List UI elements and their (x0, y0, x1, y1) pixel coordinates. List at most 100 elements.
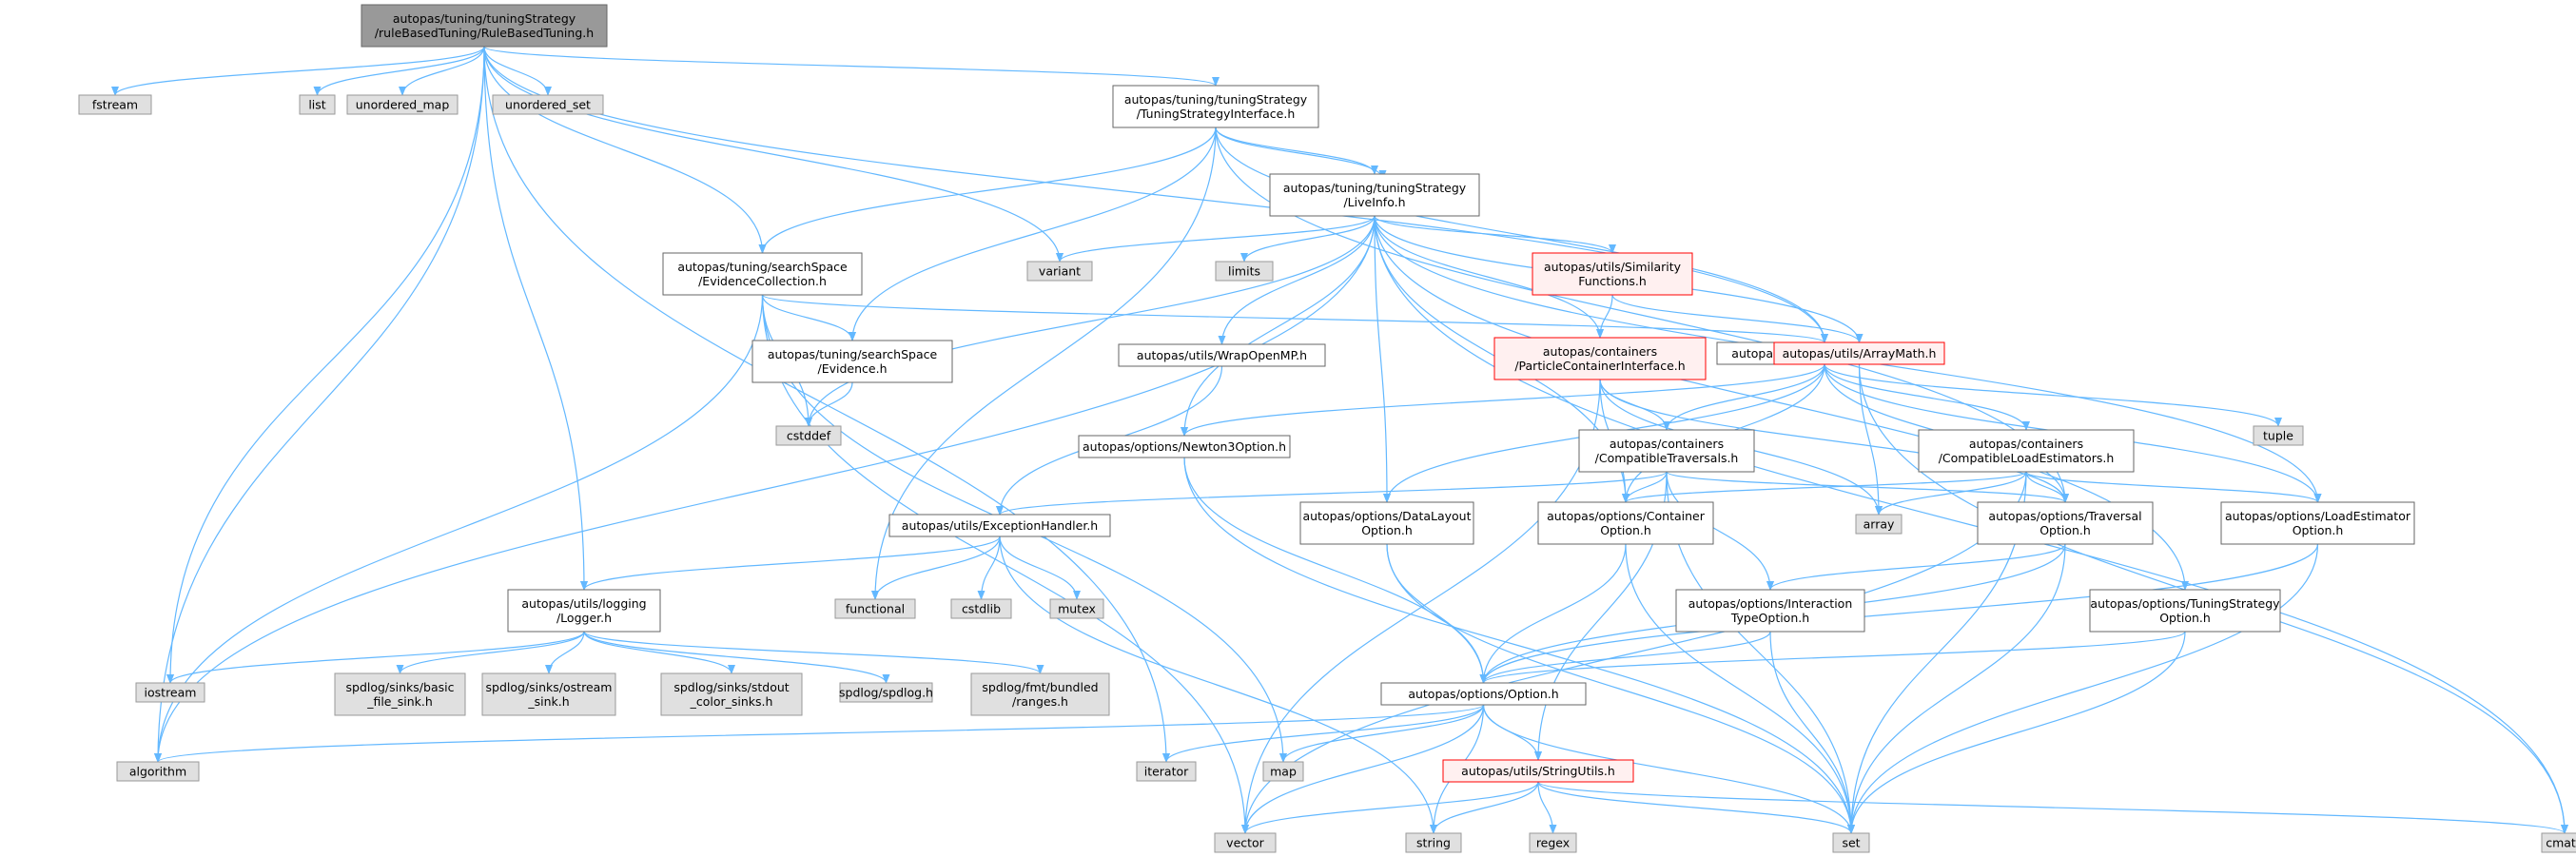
node-label: set (1842, 836, 1860, 850)
node-array: array (1855, 514, 1903, 535)
node-label: Option.h (2159, 611, 2211, 625)
node-label: autopas/containers (1543, 344, 1657, 359)
node-label: autopas/tuning/tuningStrategy (393, 11, 576, 26)
node-label: autopas/utils/ExceptionHandler.h (902, 518, 1098, 533)
edge-complb-to-traversal (2025, 471, 2069, 503)
edge-evcoll-to-vector (761, 294, 1249, 834)
node-box (775, 425, 842, 446)
node-arraymath[interactable]: autopas/utils/ArrayMath.h (1773, 341, 1945, 365)
node-label: unordered_set (505, 98, 591, 112)
node-label: functional (846, 602, 905, 616)
edge-liveinfo-to-simfun (1374, 215, 1616, 254)
node-label: autopas/options/TuningStrategy (2090, 596, 2280, 611)
node-tuple: tuple (2253, 425, 2304, 446)
node-option[interactable]: autopas/options/Option.h (1380, 682, 1587, 706)
node-box (1675, 589, 1865, 633)
node-box (481, 672, 616, 716)
node-box (660, 672, 803, 716)
node-box (1832, 832, 1870, 853)
edge-tuningstrat-to-option (1479, 631, 2186, 684)
edge-simfun-to-pci (1596, 294, 1613, 339)
node-box (1537, 501, 1714, 545)
edge-liveinfo-to-algorithm (154, 215, 1376, 763)
node-functional: functional (834, 598, 916, 619)
node-stdoutsink: spdlog/sinks/stdout_color_sinks.h (660, 672, 803, 716)
node-box (1299, 501, 1474, 545)
node-cstddef: cstddef (775, 425, 842, 446)
node-label: autopas/options/Newton3Option.h (1083, 439, 1286, 454)
node-label: autopas/options/Container (1547, 509, 1706, 523)
node-box (346, 94, 459, 115)
node-box (1269, 173, 1480, 217)
node-box (334, 672, 466, 716)
node-tsi[interactable]: autopas/tuning/tuningStrategy/TuningStra… (1112, 85, 1319, 128)
node-cstdlib: cstdlib (950, 598, 1012, 619)
edge-complb-to-container (1622, 471, 2027, 503)
node-label: variant (1039, 264, 1081, 279)
node-evidence[interactable]: autopas/tuning/searchSpace/Evidence.h (751, 340, 953, 383)
node-box (1578, 429, 1755, 473)
node-label: autopas/tuning/tuningStrategy (1124, 92, 1308, 107)
edge-complb-to-array (1875, 471, 2027, 516)
node-box (1977, 501, 2154, 545)
edge-root-to-iterator (483, 46, 1170, 763)
node-newton3[interactable]: autopas/options/Newton3Option.h (1078, 435, 1291, 458)
node-box (751, 340, 953, 383)
node-complb[interactable]: autopas/containers/CompatibleLoadEstimat… (1918, 429, 2135, 473)
node-comptrav[interactable]: autopas/containers/CompatibleTraversals.… (1578, 429, 1755, 473)
node-box (1049, 598, 1104, 619)
edge-comptrav-to-container (1622, 471, 1668, 503)
node-label: autopas/options/Interaction (1688, 596, 1853, 611)
node-wrapomp[interactable]: autopas/utils/WrapOpenMP.h (1118, 343, 1326, 367)
node-box (299, 94, 336, 115)
node-root[interactable]: autopas/tuning/tuningStrategy/ruleBasedT… (361, 4, 608, 48)
edge-interact-to-set (1769, 631, 1855, 834)
node-logger[interactable]: autopas/utils/logging/Logger.h (507, 589, 661, 633)
node-fstream: fstream (78, 94, 152, 115)
node-label: /ruleBasedTuning/RuleBasedTuning.h (375, 26, 594, 40)
node-box (950, 598, 1012, 619)
node-mutex: mutex (1049, 598, 1104, 619)
node-label: spdlog/sinks/ostream (486, 680, 613, 694)
edge-newton3-to-option (1183, 457, 1488, 684)
edge-traversal-to-interact (1766, 543, 2066, 591)
node-exch[interactable]: autopas/utils/ExceptionHandler.h (888, 514, 1111, 537)
node-box (1493, 337, 1707, 380)
edge-root-to-variant (483, 46, 1064, 263)
edge-liveinfo-to-limits (1240, 215, 1376, 263)
node-pci[interactable]: autopas/containers/ParticleContainerInte… (1493, 337, 1707, 380)
node-label: /TuningStrategyInterface.h (1137, 107, 1296, 121)
edge-logger-to-stdoutsink (583, 631, 735, 674)
node-liveinfo[interactable]: autopas/tuning/tuningStrategy/LiveInfo.h (1269, 173, 1480, 217)
node-vector: vector (1214, 832, 1277, 853)
node-evcoll[interactable]: autopas/tuning/searchSpace/EvidenceColle… (662, 252, 863, 296)
edge-liveinfo-to-datalayout (1374, 215, 1391, 503)
edge-root-to-tsi (483, 46, 1220, 87)
edge-arraymath-to-array (1858, 363, 1883, 516)
node-algorithm: algorithm (116, 761, 200, 782)
node-limits: limits (1215, 261, 1274, 282)
node-strutils[interactable]: autopas/utils/StringUtils.h (1442, 759, 1634, 783)
edge-pci-to-traversal (1599, 379, 2069, 503)
node-set: set (1832, 832, 1870, 853)
edge-option-to-map (1279, 704, 1485, 763)
node-label: autopas/options/LoadEstimator (2225, 509, 2411, 523)
edge-logger-to-fmtranges (583, 631, 1044, 674)
node-label: /Logger.h (556, 611, 612, 625)
node-label: cmath (2546, 836, 2576, 850)
node-label: cstddef (787, 429, 831, 443)
node-label: _sink.h (527, 694, 569, 709)
edge-tsi-to-evcoll (758, 127, 1217, 254)
edge-tsi-to-liveinfo (1215, 127, 1378, 175)
node-regex: regex (1529, 832, 1577, 853)
node-box (1918, 429, 2135, 473)
edge-root-to-uset (483, 46, 552, 96)
